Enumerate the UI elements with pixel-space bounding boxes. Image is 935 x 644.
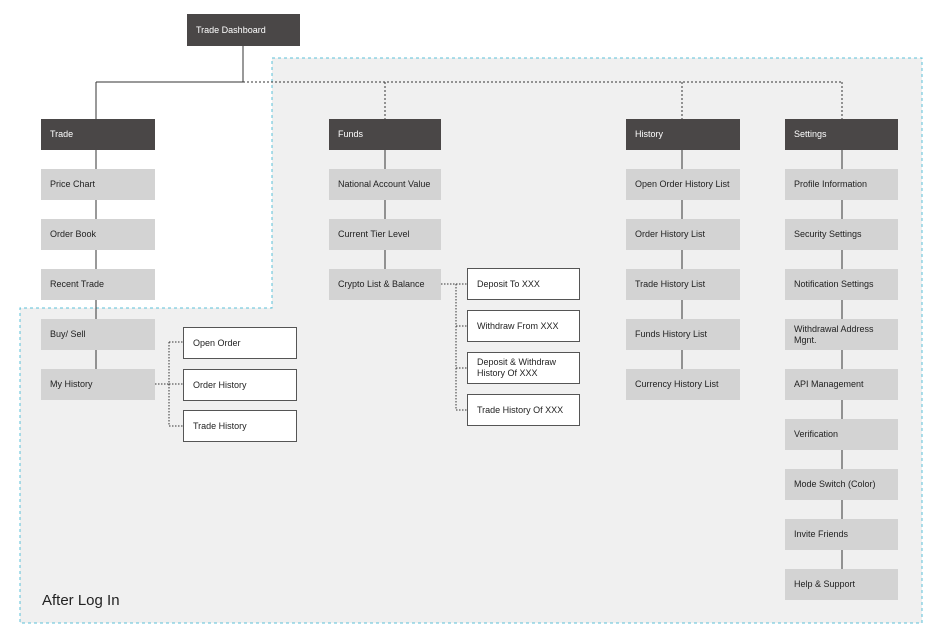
header-label: Settings	[794, 129, 827, 139]
node-national-account-value[interactable]: National Account Value	[329, 169, 441, 200]
node-verification[interactable]: Verification	[785, 419, 898, 450]
node-invite-friends[interactable]: Invite Friends	[785, 519, 898, 550]
node-label: Open Order	[193, 337, 241, 348]
crypto-connectors	[441, 283, 467, 411]
node-label: Current Tier Level	[338, 229, 410, 239]
node-label: Price Chart	[50, 179, 96, 189]
node-label: Withdraw From XXX	[477, 320, 559, 331]
node-funds-history-list[interactable]: Funds History List	[626, 319, 740, 350]
node-label: Mode Switch (Color)	[794, 479, 876, 489]
header-label: History	[635, 129, 664, 139]
node-label: Profile Information	[794, 179, 868, 189]
root-label: Trade Dashboard	[196, 24, 266, 35]
column-header-history[interactable]: History	[626, 119, 740, 150]
node-label: Deposit To XXX	[477, 278, 540, 289]
column-header-settings[interactable]: Settings	[785, 119, 898, 150]
node-order-history-list[interactable]: Order History List	[626, 219, 740, 250]
node-price-chart[interactable]: Price Chart	[41, 169, 155, 200]
node-trade-history-list[interactable]: Trade History List	[626, 269, 740, 300]
node-buy-sell[interactable]: Buy/ Sell	[41, 319, 155, 350]
node-label: Order History List	[635, 229, 706, 239]
node-trade-history[interactable]: Trade History	[183, 410, 297, 442]
node-label: Notification Settings	[794, 279, 874, 289]
node-label: Funds History List	[635, 329, 708, 339]
node-label: Buy/ Sell	[50, 329, 86, 339]
root-connectors	[95, 46, 244, 119]
node-label: Help & Support	[794, 579, 856, 589]
node-open-order[interactable]: Open Order	[183, 327, 297, 359]
column-header-funds[interactable]: Funds	[329, 119, 441, 150]
node-label: Deposit & Withdraw History Of XXX	[477, 357, 557, 378]
header-label: Trade	[50, 129, 74, 139]
node-label: Currency History List	[635, 379, 719, 389]
node-label: Verification	[794, 429, 839, 439]
node-label: API Management	[794, 379, 864, 389]
node-profile-information[interactable]: Profile Information	[785, 169, 898, 200]
node-label: My History	[50, 379, 93, 389]
node-currency-history-list[interactable]: Currency History List	[626, 369, 740, 400]
node-mode-switch[interactable]: Mode Switch (Color)	[785, 469, 898, 500]
node-label: Trade History Of XXX	[477, 404, 564, 415]
node-current-tier-level[interactable]: Current Tier Level	[329, 219, 441, 250]
my-history-connectors	[155, 341, 183, 427]
node-label: Order History	[193, 379, 247, 390]
node-recent-trade[interactable]: Recent Trade	[41, 269, 155, 300]
node-help-support[interactable]: Help & Support	[785, 569, 898, 600]
node-label: Recent Trade	[50, 279, 105, 289]
node-withdrawal-address-mgnt[interactable]: Withdrawal Address Mgnt.	[785, 319, 898, 350]
node-deposit-withdraw-history[interactable]: Deposit & Withdraw History Of XXX	[467, 352, 580, 384]
node-api-management[interactable]: API Management	[785, 369, 898, 400]
header-label: Funds	[338, 129, 364, 139]
node-label: Withdrawal Address Mgnt.	[794, 323, 874, 345]
node-open-order-history-list[interactable]: Open Order History List	[626, 169, 740, 200]
node-label: Invite Friends	[794, 529, 849, 539]
node-security-settings[interactable]: Security Settings	[785, 219, 898, 250]
node-notification-settings[interactable]: Notification Settings	[785, 269, 898, 300]
node-my-history[interactable]: My History	[41, 369, 155, 400]
node-label: Open Order History List	[635, 179, 730, 189]
node-label: Order Book	[50, 229, 97, 239]
node-trade-history-of-xxx[interactable]: Trade History Of XXX	[467, 394, 580, 426]
after-login-label: After Log In	[42, 592, 120, 609]
node-label: National Account Value	[338, 179, 431, 189]
node-label: Crypto List & Balance	[338, 279, 425, 289]
root-node-trade-dashboard[interactable]: Trade Dashboard	[187, 14, 300, 46]
node-withdraw-from-xxx[interactable]: Withdraw From XXX	[467, 310, 580, 342]
node-label: Security Settings	[794, 229, 862, 239]
node-label: Trade History List	[635, 279, 706, 289]
node-order-history[interactable]: Order History	[183, 369, 297, 401]
column-header-trade[interactable]: Trade	[41, 119, 155, 150]
node-deposit-to-xxx[interactable]: Deposit To XXX	[467, 268, 580, 300]
node-crypto-list-balance[interactable]: Crypto List & Balance	[329, 269, 441, 300]
node-label: Trade History	[193, 420, 247, 431]
node-order-book[interactable]: Order Book	[41, 219, 155, 250]
